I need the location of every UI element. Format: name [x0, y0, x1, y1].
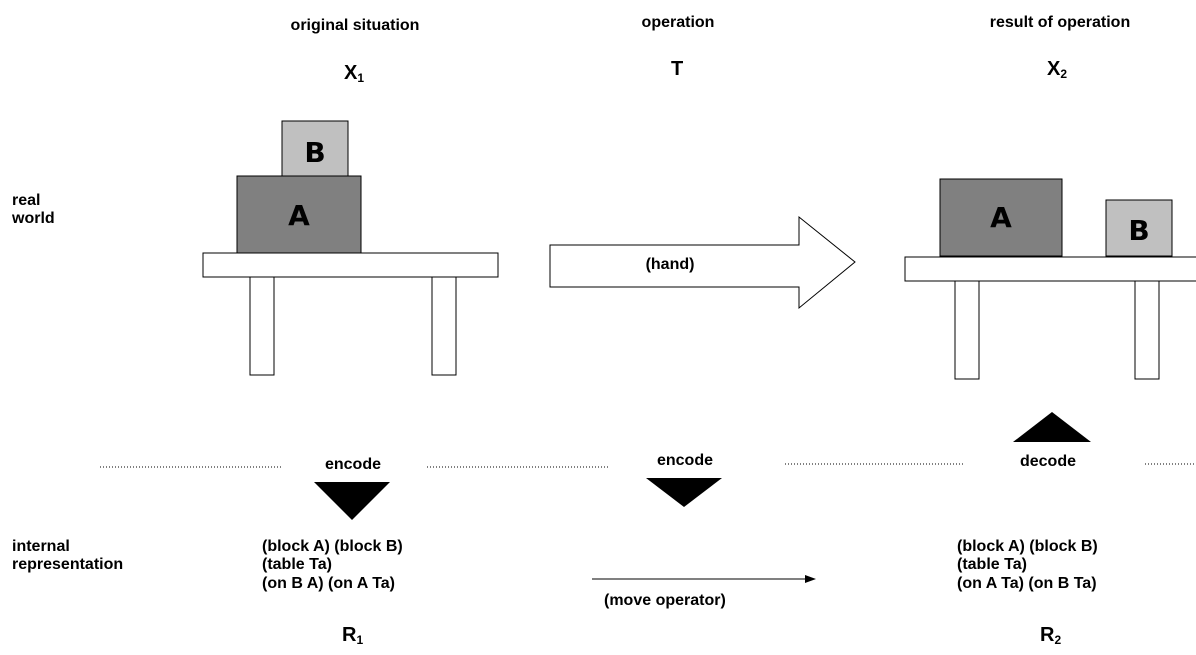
block-b-right	[1105, 199, 1173, 257]
symbol-r2: R2	[1040, 624, 1062, 647]
move-operator-arrow-head	[805, 575, 816, 583]
block-b-left-label: B	[304, 136, 325, 169]
table-left	[202, 252, 499, 376]
block-a-right	[939, 178, 1063, 257]
symbol-t: T	[671, 58, 684, 80]
encode-triangle-left	[314, 482, 390, 520]
decode-triangle	[1013, 412, 1091, 442]
block-b-right-label: B	[1128, 214, 1149, 247]
encode-label-left: encode	[324, 456, 381, 473]
representation-r1: (block A) (block B) (table Ta) (on B A) …	[262, 538, 403, 592]
block-b-left	[281, 120, 349, 177]
heading-original-situation: original situation	[290, 17, 420, 34]
block-a-left-label: A	[288, 199, 310, 232]
table-right-leg	[954, 280, 980, 380]
heading-operation: operation	[641, 14, 715, 31]
symbol-x1: X1	[344, 62, 365, 85]
representation-r2: (block A) (block B) (table Ta) (on A Ta)…	[957, 538, 1098, 592]
hand-arrow	[549, 215, 856, 310]
table-right-top	[904, 256, 1196, 282]
block-a-right-label: A	[990, 201, 1012, 234]
table-left-top	[202, 252, 499, 278]
table-right-leg	[1134, 280, 1160, 380]
row-label-internal-representation: internal representation	[12, 538, 124, 574]
symbol-x2: X2	[1047, 58, 1068, 81]
table-left-leg	[249, 276, 275, 376]
heading-result: result of operation	[989, 14, 1131, 31]
encode-triangle-middle	[646, 478, 722, 507]
hand-label: (hand)	[645, 256, 695, 273]
separator-line	[100, 463, 1196, 468]
row-label-real-world: real world	[12, 192, 55, 228]
symbol-r1: R1	[342, 624, 364, 647]
move-operator-label: (move operator)	[604, 592, 726, 609]
encode-label-middle: encode	[656, 452, 713, 469]
decode-label: decode	[1019, 453, 1076, 470]
table-right	[904, 256, 1196, 380]
block-a-left	[236, 175, 362, 254]
table-left-leg	[431, 276, 457, 376]
